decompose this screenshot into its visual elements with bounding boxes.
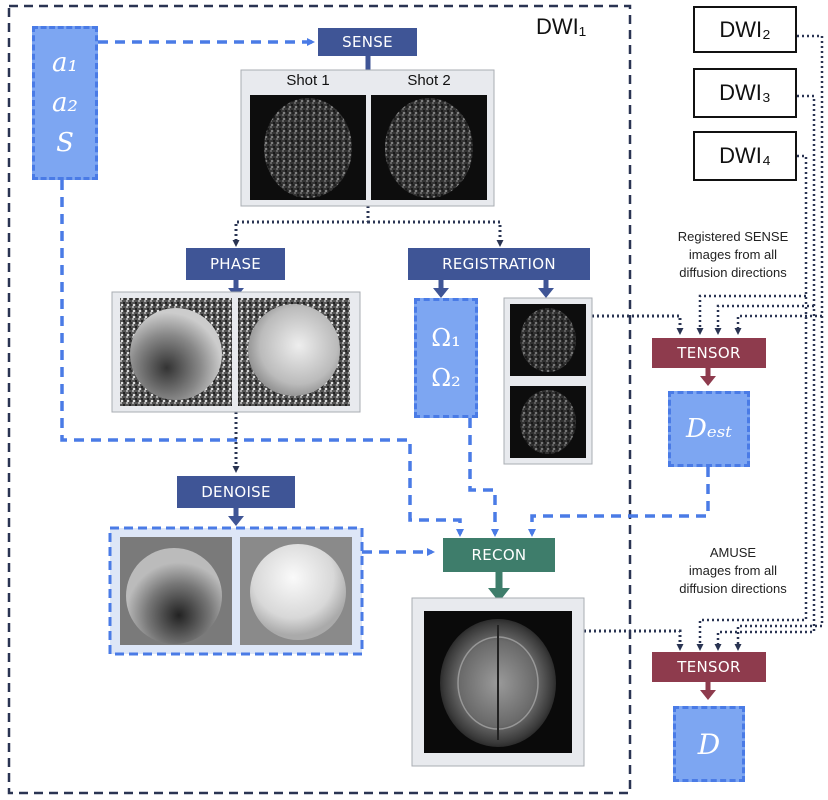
shot1-label: Shot 1 <box>286 72 330 89</box>
phase-image-1 <box>130 308 222 400</box>
omega2-symbol: Ω₂ <box>431 364 461 392</box>
registered-image-1 <box>520 308 576 372</box>
phase-image-2 <box>248 304 340 396</box>
tensor-block-bottom: TENSOR <box>652 652 766 682</box>
shot1-image <box>264 98 352 198</box>
d-est-symbol: Dₑₛₜ <box>685 414 733 444</box>
shot2-label: Shot 2 <box>407 72 451 89</box>
motion-params-box: Ω₁ Ω₂ <box>414 298 478 418</box>
dwi4-box: DWI₄ <box>693 131 797 181</box>
amuse-images-note: AMUSE images from all diffusion directio… <box>679 545 787 596</box>
a1-symbol: a₁ <box>52 48 78 78</box>
denoise-block: DENOISE <box>177 476 295 508</box>
tensor-block-top: TENSOR <box>652 338 766 368</box>
coil-variables-box: a₁ a₂ S <box>32 26 98 180</box>
denoised-image-1 <box>126 548 222 644</box>
d-box: D <box>673 706 745 782</box>
registration-block: REGISTRATION <box>408 248 590 280</box>
dwi1-label: DWI₁ <box>536 14 587 39</box>
recon-block: RECON <box>443 538 555 572</box>
registered-images-note: Registered SENSE images from all diffusi… <box>677 229 789 280</box>
denoised-image-2 <box>250 544 346 640</box>
omega1-symbol: Ω₁ <box>431 324 461 352</box>
d-est-box: Dₑₛₜ <box>668 391 750 467</box>
registered-image-2 <box>520 390 576 454</box>
dwi3-box: DWI₃ <box>693 68 797 118</box>
phase-block: PHASE <box>186 248 285 280</box>
d-symbol: D <box>697 727 721 761</box>
s-symbol: S <box>56 128 74 158</box>
dwi2-box: DWI₂ <box>693 6 797 53</box>
a2-symbol: a₂ <box>52 88 78 118</box>
dwi1-container <box>7 4 632 795</box>
sense-block: SENSE <box>318 28 417 56</box>
shot2-image <box>385 98 473 198</box>
